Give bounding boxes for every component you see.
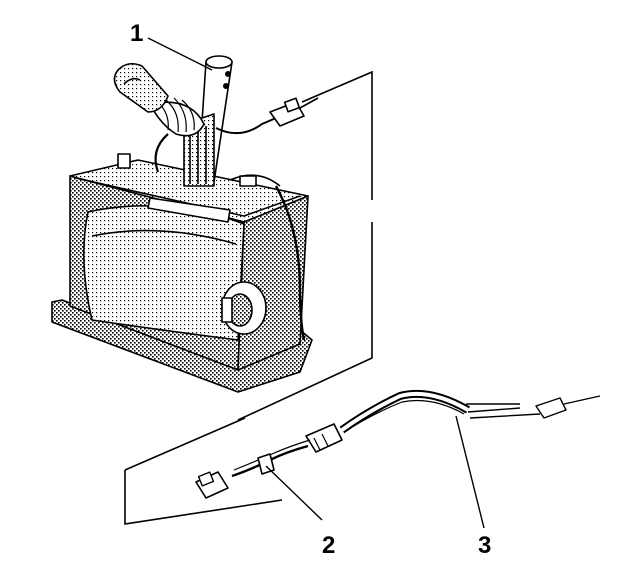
callout-1: 1 xyxy=(130,20,144,47)
leader-3 xyxy=(455,415,485,529)
leader-lines xyxy=(147,37,485,529)
leader-1 xyxy=(147,37,213,71)
callout-2: 2 xyxy=(322,532,336,559)
fuel-sender-assembly xyxy=(113,55,319,187)
leader-2 xyxy=(265,465,323,521)
sender-nozzle xyxy=(113,62,169,113)
upper-view-frame xyxy=(237,70,373,421)
harness-terminal xyxy=(535,397,567,419)
lower-view-frame xyxy=(124,417,283,525)
wiring-harness xyxy=(195,389,601,499)
fuel-tank xyxy=(51,153,313,393)
callout-3: 3 xyxy=(478,532,492,559)
sender-chamber xyxy=(83,205,245,341)
